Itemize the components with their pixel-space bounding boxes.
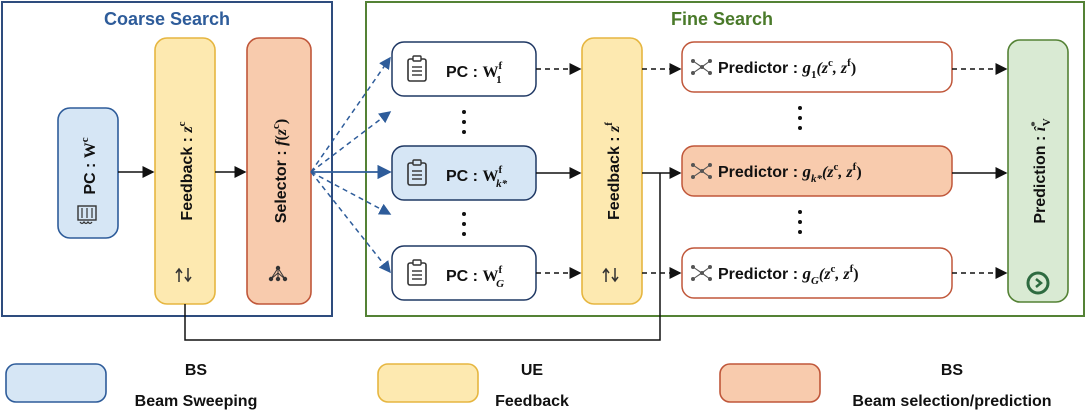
legend-item-ue-feedback: UE Feedback (377, 362, 569, 410)
clipboard-icon (407, 159, 427, 186)
sync-icon (602, 267, 619, 283)
fine-search-title: Fine Search (671, 9, 773, 29)
svg-text:PC : WfG: PC : WfG (446, 264, 504, 290)
svg-text:Feedback : zc: Feedback : zc (176, 121, 196, 220)
svg-text:BS: BS (941, 362, 964, 379)
prediction-block: Prediction : î*V (1007, 39, 1069, 303)
svg-text:PC : Wc: PC : Wc (79, 137, 99, 194)
coarse-search-frame (1, 1, 333, 317)
svg-text:UE: UE (521, 362, 544, 379)
svg-text:BS: BS (185, 362, 208, 379)
sync-icon (175, 267, 192, 283)
svg-text:Selector : f(zc): Selector : f(zc) (270, 119, 290, 223)
legend-item-bs-beam-selection: BS Beam selection/prediction (719, 362, 1052, 410)
fine-pc-ellipsis (462, 110, 466, 236)
svg-text:Prediction : î*V: Prediction : î*V (1029, 118, 1053, 223)
svg-text:PC : Wf1: PC : Wf1 (446, 60, 502, 86)
neural-net-icon (691, 59, 712, 75)
fine-feedback-block: Feedback : zf (581, 37, 643, 305)
neural-net-icon (691, 265, 712, 281)
clipboard-icon (407, 259, 427, 286)
neural-net-icon (691, 163, 712, 179)
coarse-pc-block: PC : Wc (57, 107, 119, 239)
predictor-block-kstar: Predictor : gk*(zc, zf) (681, 145, 953, 197)
coarse-search-title: Coarse Search (104, 9, 230, 29)
selector-block: Selector : f(zc) (246, 37, 312, 305)
svg-text:Predictor : gG(zc, zf): Predictor : gG(zc, zf) (718, 263, 859, 287)
svg-text:Predictor : g1(zc, zf): Predictor : g1(zc, zf) (718, 57, 856, 81)
predictor-block-G: Predictor : gG(zc, zf) (681, 247, 953, 299)
svg-text:Feedback: Feedback (495, 393, 569, 410)
legend: BS Beam Sweeping UE Feedback BS Beam sel… (5, 362, 1052, 410)
play-circle-icon (1026, 271, 1050, 295)
svg-text:PC : Wfk*: PC : Wfk* (446, 164, 508, 190)
fine-search-frame (365, 1, 1085, 317)
legend-item-bs-beam-sweeping: BS Beam Sweeping (5, 362, 258, 410)
predictor-block-1: Predictor : g1(zc, zf) (681, 41, 953, 93)
svg-text:Predictor : gk*(zc, zf): Predictor : gk*(zc, zf) (718, 161, 862, 185)
neural-net-icon (268, 265, 288, 282)
antenna-array-icon (77, 205, 97, 225)
svg-text:Beam selection/prediction: Beam selection/prediction (852, 393, 1051, 410)
predictor-ellipsis (798, 106, 802, 234)
selector-fanout-arrows (310, 56, 392, 274)
clipboard-icon (407, 55, 427, 82)
coarse-feedback-loop (184, 173, 661, 341)
coarse-feedback-block: Feedback : zc (154, 37, 216, 305)
svg-text:Beam Sweeping: Beam Sweeping (135, 393, 258, 410)
svg-text:Feedback : zf: Feedback : zf (603, 122, 623, 220)
